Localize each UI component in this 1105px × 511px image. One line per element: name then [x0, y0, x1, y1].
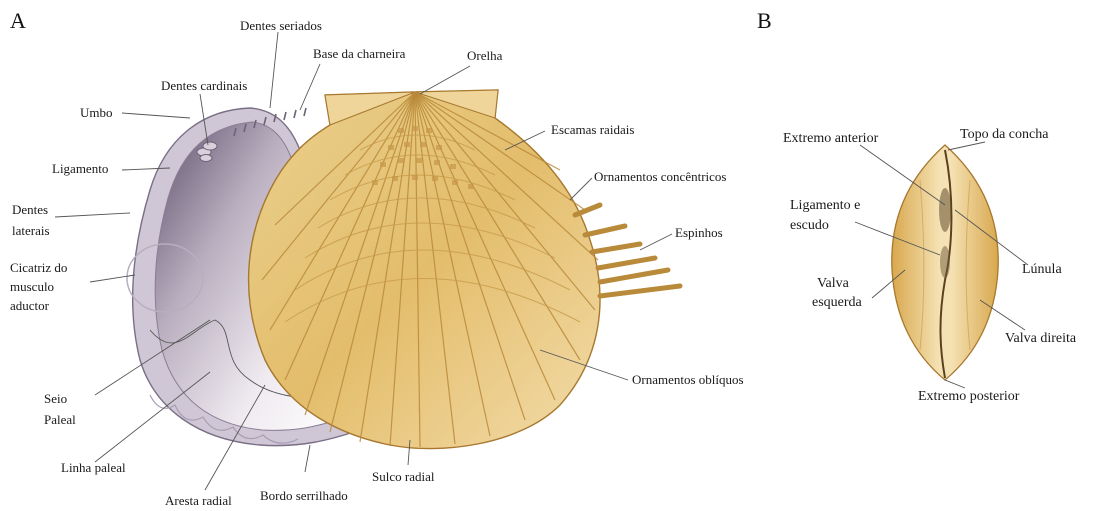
label-extremo-posterior: Extremo posterior [918, 389, 1020, 404]
escutcheon-shape [939, 188, 951, 232]
label-dentes-cardinais: Dentes cardinais [161, 78, 247, 93]
label-orelha: Orelha [467, 48, 503, 63]
label-bordo-serrilhado: Bordo serrilhado [260, 488, 348, 503]
panel-label-a: A [10, 8, 26, 33]
label-espinhos: Espinhos [675, 225, 723, 240]
label-seio-2: Paleal [44, 412, 76, 427]
label-cicatriz-3: aductor [10, 298, 50, 313]
shell-top-view [892, 145, 998, 380]
label-cicatriz-2: musculo [10, 279, 54, 294]
label-escamas-raidais: Escamas raidais [551, 122, 634, 137]
label-ornamentos-concentricos: Ornamentos concêntricos [594, 169, 726, 184]
label-ligamento: Ligamento [52, 161, 108, 176]
label-ornamentos-obliquos: Ornamentos oblíquos [632, 372, 744, 387]
label-ligamento-2: escudo [790, 218, 829, 233]
label-extremo-anterior: Extremo anterior [783, 131, 879, 146]
label-cicatriz-1: Cicatriz do [10, 260, 67, 275]
lunule-shape [940, 246, 950, 278]
panel-label-b: B [757, 8, 772, 33]
label-valva-esquerda-2: esquerda [812, 295, 863, 310]
label-sulco-radial: Sulco radial [372, 469, 435, 484]
label-valva-direita: Valva direita [1005, 331, 1077, 346]
label-umbo: Umbo [80, 105, 113, 120]
label-linha-paleal: Linha paleal [61, 460, 126, 475]
label-dentes-laterais-2: laterais [12, 223, 50, 238]
label-lunula: Lúnula [1022, 262, 1062, 277]
label-base-charneira: Base da charneira [313, 46, 406, 61]
label-aresta-radial: Aresta radial [165, 493, 232, 508]
right-valve-exterior [249, 90, 680, 449]
label-topo-concha: Topo da concha [960, 127, 1049, 142]
label-dentes-seriados: Dentes seriados [240, 18, 322, 33]
label-seio-1: Seio [44, 391, 67, 406]
label-valva-esquerda-1: Valva [817, 276, 850, 291]
label-ligamento-1: Ligamento e [790, 198, 860, 213]
label-dentes-laterais-1: Dentes [12, 202, 48, 217]
